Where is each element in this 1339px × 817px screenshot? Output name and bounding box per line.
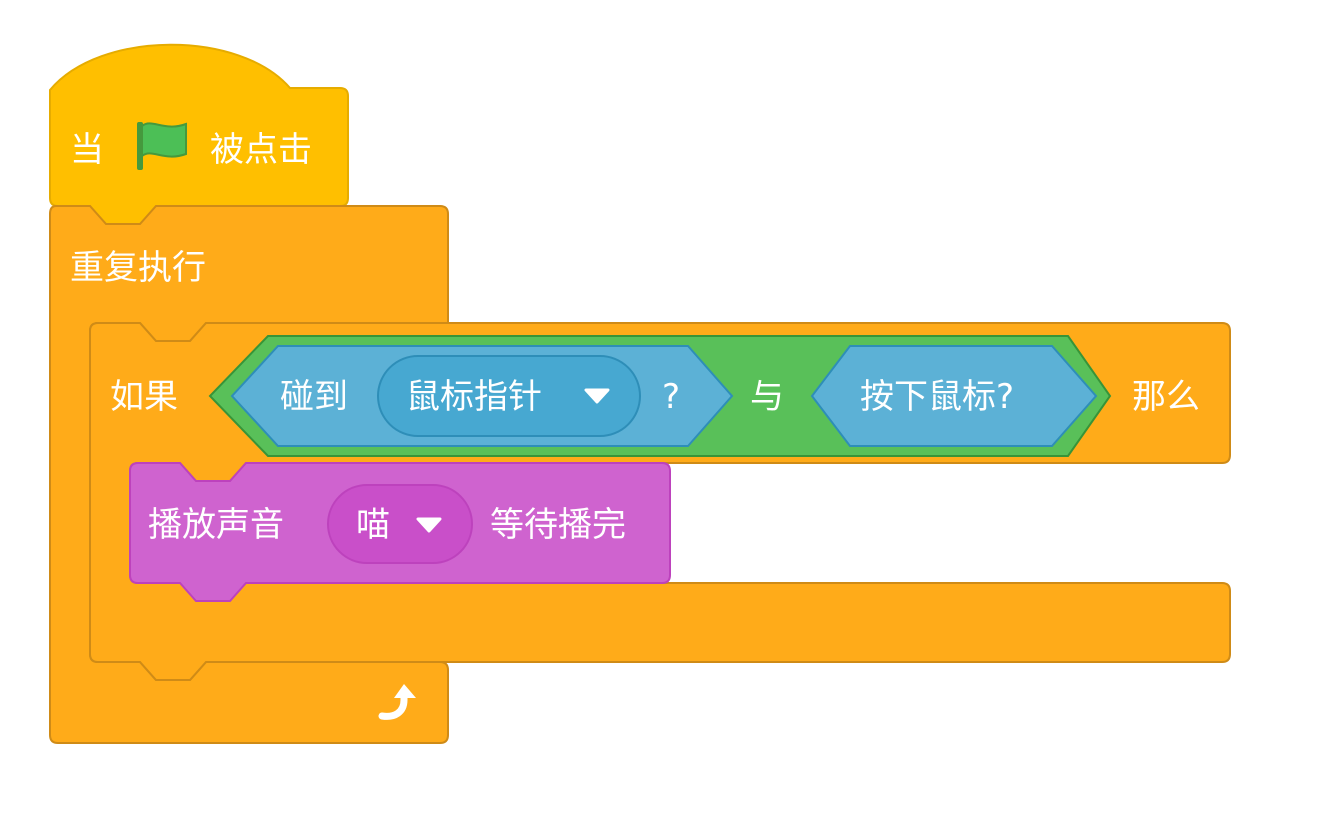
touching-prefix-label: 碰到 bbox=[280, 377, 348, 417]
hat-prefix-label: 当 bbox=[70, 130, 104, 170]
chevron-down-icon bbox=[416, 517, 442, 533]
play-sound-prefix-label: 播放声音 bbox=[148, 505, 284, 545]
chevron-down-icon bbox=[584, 388, 610, 404]
sound-name-dropdown[interactable] bbox=[327, 484, 473, 564]
sound-name-value[interactable]: 喵 bbox=[356, 505, 390, 545]
mouse-down-sensing-block[interactable] bbox=[810, 345, 1098, 447]
touching-suffix-label: ? bbox=[662, 377, 681, 417]
green-flag-icon bbox=[137, 122, 187, 170]
mouse-down-label: 按下鼠标? bbox=[860, 377, 1015, 417]
if-suffix-label: 那么 bbox=[1132, 377, 1200, 417]
touching-target-value[interactable]: 鼠标指针 bbox=[406, 377, 542, 417]
and-operator-label: 与 bbox=[750, 377, 784, 417]
if-prefix-label: 如果 bbox=[110, 377, 178, 417]
loop-arrow-icon bbox=[378, 684, 416, 720]
play-sound-suffix-label: 等待播完 bbox=[490, 505, 626, 545]
hat-suffix-label: 被点击 bbox=[210, 130, 312, 170]
touching-target-dropdown[interactable] bbox=[377, 355, 641, 437]
forever-label: 重复执行 bbox=[70, 248, 206, 288]
